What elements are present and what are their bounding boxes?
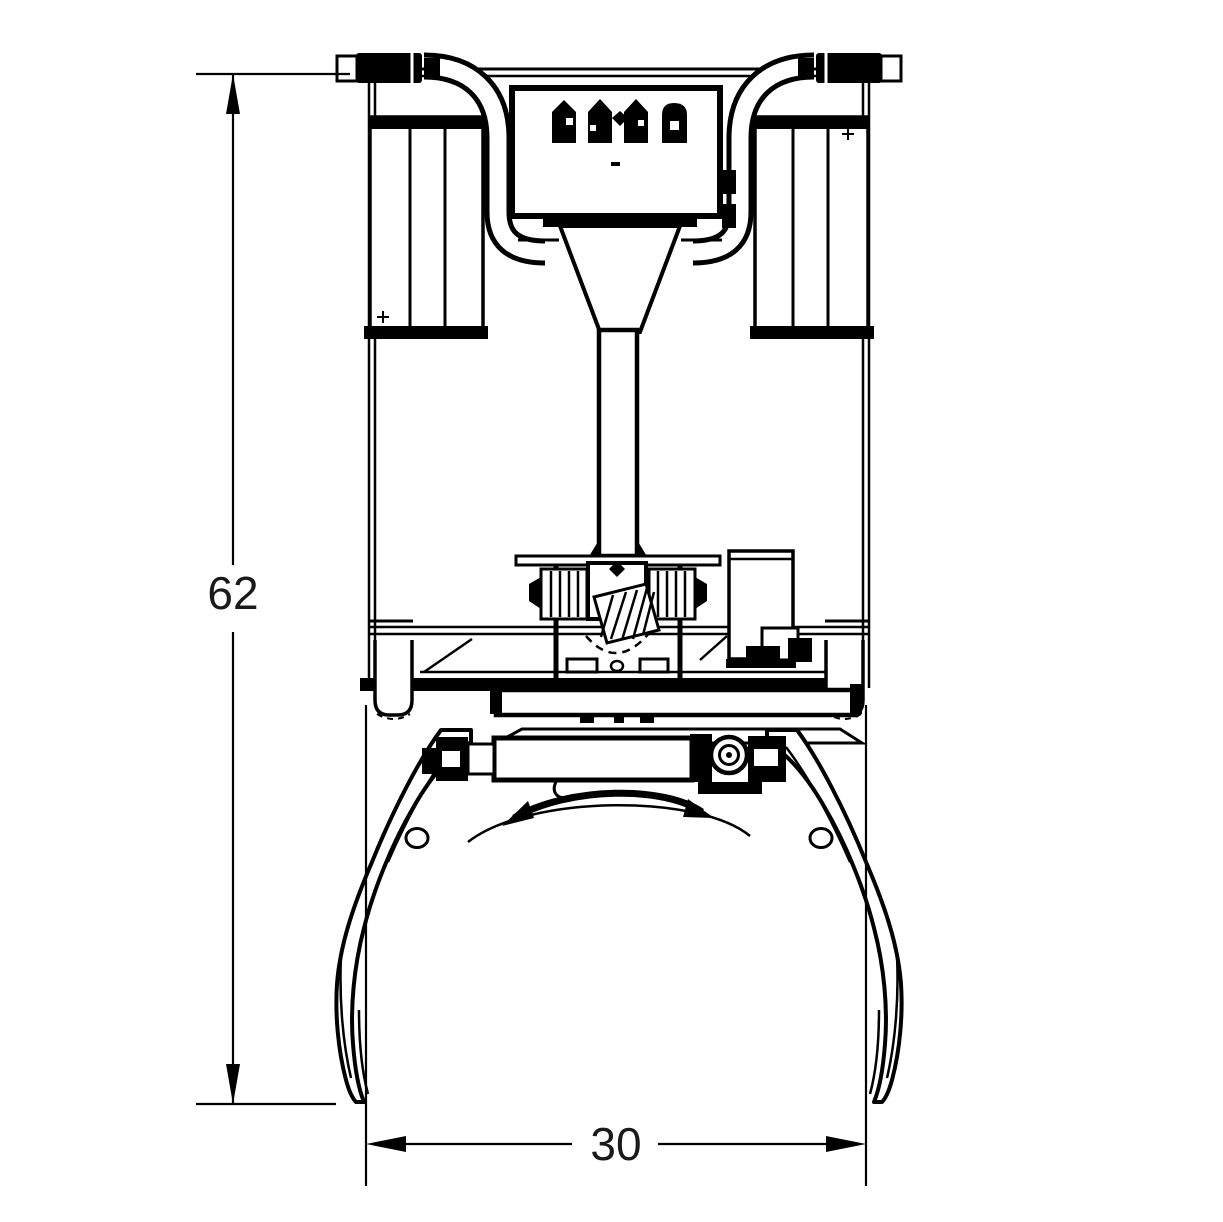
arc-arrowhead: [683, 799, 714, 818]
dimension-arrow-right: [826, 1136, 866, 1152]
hose-hook: [552, 779, 567, 800]
handle-end-cap: [335, 54, 359, 83]
arm-pivot-hole: [404, 827, 430, 849]
handlebar-left: [335, 52, 546, 266]
box-latch: [722, 204, 736, 228]
pointed-knob-icon: [624, 99, 648, 143]
stack-wing: [529, 577, 541, 609]
control-box: [509, 85, 736, 228]
dimension-arrow-down: [226, 1064, 240, 1104]
width-dimension: 30: [364, 705, 868, 1186]
hydraulic-reservoir: [726, 549, 812, 668]
frame-foot-left: [369, 619, 414, 720]
clamp-cylinder-assembly: [422, 734, 786, 800]
mast-funnel: [518, 214, 722, 334]
stack-wing: [695, 577, 707, 609]
handle-grip: [356, 53, 422, 83]
side-column-right: [748, 115, 876, 341]
box-latch: [722, 170, 736, 194]
arc-arrowhead: [502, 801, 534, 826]
pointed-knob-icon: [552, 100, 576, 143]
panel-dash: [611, 162, 620, 166]
grapple-arm-left: [334, 728, 473, 1104]
dim-height-label: 62: [207, 567, 258, 619]
gearbox-pin: [609, 561, 625, 577]
drum-profile-arc: [467, 789, 751, 843]
pointed-knob-icon: [588, 99, 612, 143]
dim-width-label: 30: [590, 1118, 641, 1170]
dimension-arrow-left: [366, 1136, 406, 1152]
handle-stub: [424, 58, 440, 78]
dimension-arrow-up: [226, 74, 240, 114]
bottom-platform: [490, 684, 868, 745]
height-dimension: 62: [196, 72, 350, 1106]
central-mast: [588, 327, 648, 559]
control-panel-symbols: [552, 99, 687, 143]
side-column-left: [364, 115, 488, 339]
grapple-arm-right: [765, 728, 904, 1104]
registration-marks: [377, 128, 854, 323]
rotator-mechanism: [514, 549, 812, 678]
hydraulic-cylinder: [491, 735, 695, 783]
